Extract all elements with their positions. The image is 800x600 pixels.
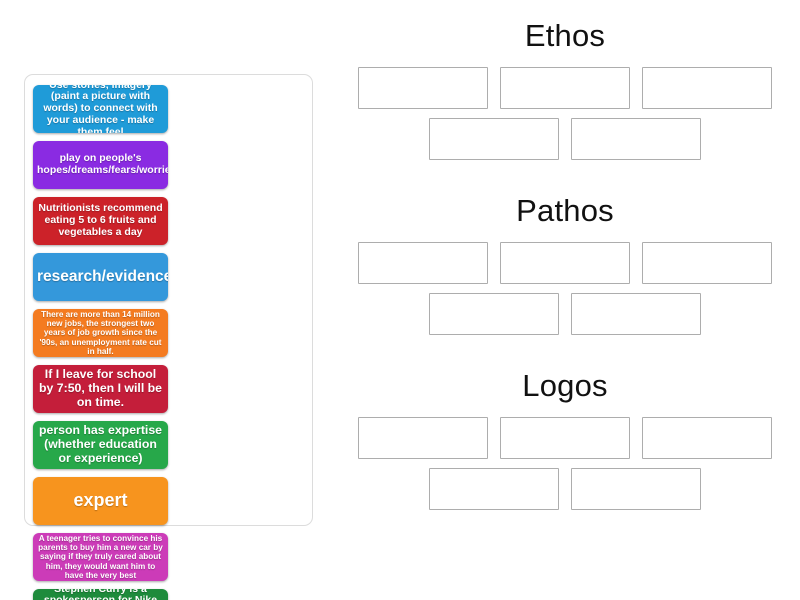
drop-zone[interactable]: [571, 468, 701, 510]
drop-zone[interactable]: [500, 242, 630, 284]
drop-zone[interactable]: [642, 242, 772, 284]
drop-zone-rows: [345, 67, 785, 160]
draggable-tile[interactable]: Use stories, imagery (paint a picture wi…: [33, 85, 168, 133]
drop-zone[interactable]: [358, 67, 488, 109]
tile-label: Use stories, imagery (paint a picture wi…: [43, 85, 158, 133]
drop-zone-rows: [345, 417, 785, 510]
tile-label: Stephen Curry is a spokesperson for Nike…: [37, 589, 164, 600]
tile-label: There are more than 14 million new jobs,…: [39, 309, 162, 357]
category-group: Logos: [345, 370, 785, 510]
draggable-tile[interactable]: Stephen Curry is a spokesperson for Nike…: [33, 589, 168, 600]
draggable-tile[interactable]: research/evidence: [33, 253, 168, 301]
tile-label: A teenager tries to convince his parents…: [38, 533, 163, 581]
draggable-tile[interactable]: Nutritionists recommend eating 5 to 6 fr…: [33, 197, 168, 245]
drop-zone[interactable]: [358, 417, 488, 459]
category-group: Pathos: [345, 195, 785, 335]
tile-label: person has expertise (whether education …: [38, 423, 163, 465]
drop-zone-row: [345, 417, 785, 459]
tile-label: research/evidence: [37, 268, 168, 286]
drop-zone-row: [345, 118, 785, 160]
drop-zone[interactable]: [429, 118, 559, 160]
drop-zone-row: [345, 293, 785, 335]
drop-zone[interactable]: [429, 468, 559, 510]
drop-zone[interactable]: [642, 67, 772, 109]
group-title: Pathos: [516, 193, 614, 228]
category-group: Ethos: [345, 20, 785, 160]
draggable-tile[interactable]: expert: [33, 477, 168, 525]
drop-zone-row: [345, 242, 785, 284]
drop-zone[interactable]: [642, 417, 772, 459]
draggable-tile[interactable]: play on people's hopes/dreams/fears/worr…: [33, 141, 168, 189]
drop-zone[interactable]: [429, 293, 559, 335]
drop-zone[interactable]: [358, 242, 488, 284]
draggable-tile[interactable]: A teenager tries to convince his parents…: [33, 533, 168, 581]
tile-label: play on people's hopes/dreams/fears/worr…: [37, 152, 168, 176]
drop-zone-rows: [345, 242, 785, 335]
tile-tray: Use stories, imagery (paint a picture wi…: [24, 74, 313, 600]
drop-zone[interactable]: [500, 67, 630, 109]
drop-zone[interactable]: [571, 118, 701, 160]
group-title: Logos: [522, 368, 608, 403]
drop-zone-row: [345, 67, 785, 109]
draggable-tile[interactable]: There are more than 14 million new jobs,…: [33, 309, 168, 357]
draggable-tile[interactable]: person has expertise (whether education …: [33, 421, 168, 469]
tile-grid: Use stories, imagery (paint a picture wi…: [30, 81, 307, 600]
drop-zone-row: [345, 468, 785, 510]
tile-label: Nutritionists recommend eating 5 to 6 fr…: [38, 202, 163, 238]
draggable-tile[interactable]: If I leave for school by 7:50, then I wi…: [33, 365, 168, 413]
drop-zone[interactable]: [500, 417, 630, 459]
drop-zone[interactable]: [571, 293, 701, 335]
group-title: Ethos: [524, 18, 606, 53]
tile-label: expert: [73, 490, 128, 511]
tile-label: If I leave for school by 7:50, then I wi…: [39, 367, 162, 409]
